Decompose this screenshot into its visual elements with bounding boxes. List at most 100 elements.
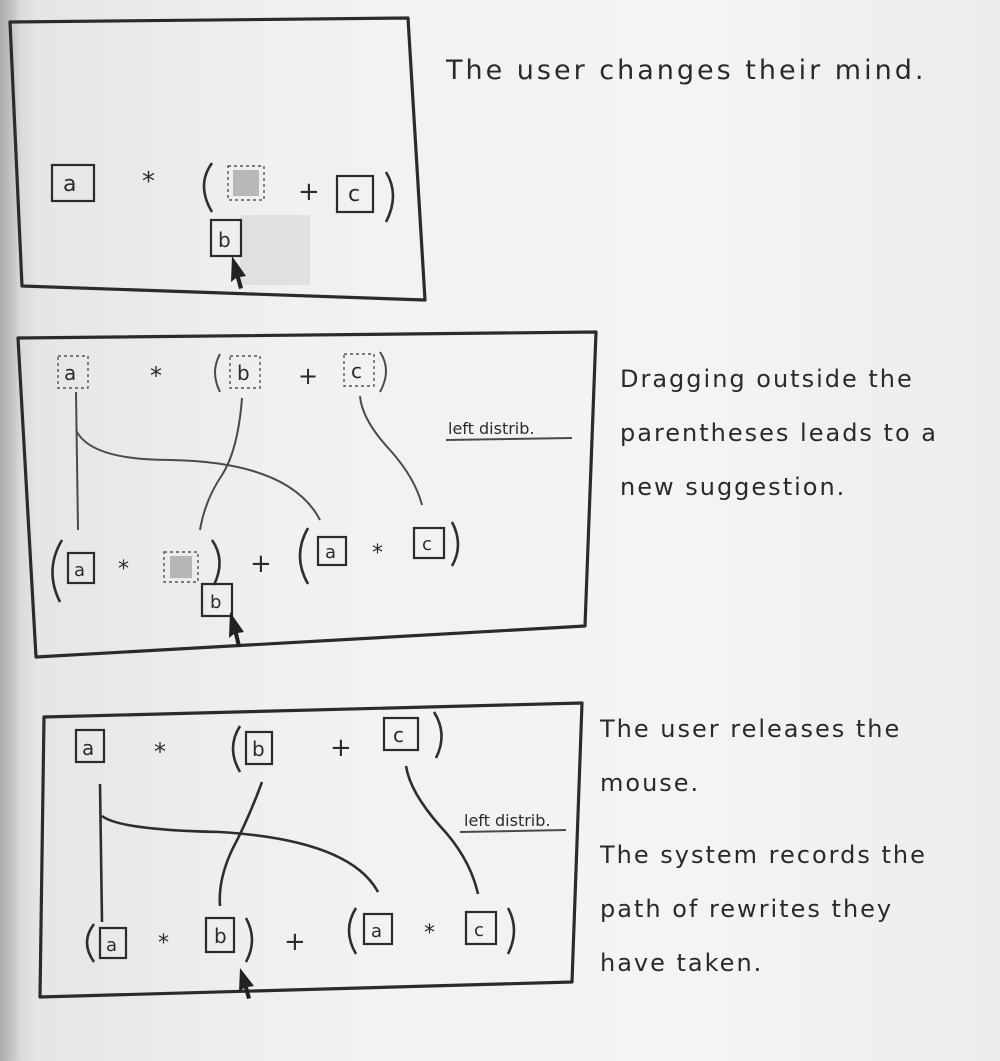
tile-b-label: b [252,737,265,761]
tile-b[interactable] [204,916,236,954]
tile-a-2-label: a [371,921,382,942]
ghost-tile-c [343,353,375,387]
operator-times: * [158,931,169,956]
rule-note-underline [459,829,567,833]
caption-line: The user releases the [600,715,902,743]
vacated-slot-scribble [233,170,259,196]
rule-note: left distrib. [448,419,534,438]
ghost-tile-b-label: b [237,361,250,385]
operator-times: * [150,362,162,390]
tile-a-2-label: a [325,542,336,563]
wire-c-to-c [359,395,423,506]
operator-times-2: * [424,921,435,946]
rule-note: left distrib. [464,811,550,830]
page-binding-shadow [0,0,22,1061]
caption-line: mouse. [600,769,701,797]
caption-line: Dragging outside the [620,365,914,393]
panel-2-frame [16,330,598,659]
tile-a-2[interactable] [316,535,348,567]
caption-line: The system records the [600,841,927,869]
panel-1-frame [8,16,427,302]
panel-1: a * + c b [8,16,427,302]
wire-a-to-a2 [101,814,380,893]
caption-panel-1: The user changes their mind. [446,44,926,124]
operator-plus: + [330,733,352,763]
ghost-tile-a-label: a [64,361,76,385]
ghost-tile-c-label: c [351,359,362,383]
mouse-cursor-icon [229,612,244,647]
tile-c-label: c [393,723,404,747]
vacated-slot [163,551,199,583]
rule-note-underline [445,437,573,441]
panel-3-frame [38,701,584,999]
tile-b[interactable] [244,730,274,766]
operator-plus: + [284,927,306,957]
right-close-paren [450,521,460,567]
eraser-smudge [240,215,310,285]
tile-c[interactable] [412,526,446,560]
tile-a-1-label: a [106,935,117,956]
caption-line: parentheses leads to a [620,419,938,447]
operator-plus: + [298,362,318,390]
right-open-paren [298,527,310,585]
dragged-tile-b[interactable] [209,218,243,258]
dragged-tile-b-label: b [210,592,221,613]
left-open-paren [51,539,64,603]
vacated-slot [227,165,265,201]
dragged-tile-b-label: b [218,228,231,252]
caption-line: have taken. [600,949,764,977]
operator-times: * [118,557,129,582]
wire-a-to-a2 [75,429,321,521]
wire-b-to-b [199,397,243,531]
right-close-paren [506,907,516,955]
tile-a[interactable] [74,728,106,764]
dragged-tile-b[interactable] [200,582,234,618]
operator-plus: + [250,549,272,579]
caption-panel-2: Dragging outside the parentheses leads t… [620,352,938,514]
tile-c-label: c [348,182,360,207]
open-paren [214,353,221,393]
left-close-paren [244,917,254,963]
vacated-slot-scribble [170,556,192,578]
tile-b-label: b [214,924,227,948]
tile-a-label: a [63,172,76,197]
operator-times: * [142,167,155,197]
caption-line: The user changes their mind. [446,55,927,86]
tile-a[interactable] [66,551,96,585]
wire-a-to-a1 [98,783,104,923]
right-open-paren [347,907,358,955]
caption-line: path of rewrites they [600,895,894,923]
panel-3: a * b + c left distrib. a * b + a * c [38,701,584,999]
close-paren [432,711,443,759]
ghost-tile-b [229,355,261,389]
tile-a-2[interactable] [362,912,394,946]
panel-2: a * b + c left distrib. a * + a * c b [16,330,598,659]
open-paren [202,162,214,213]
operator-times: * [154,738,166,766]
open-paren [231,725,242,773]
tile-a[interactable] [50,163,96,203]
tile-a-label: a [82,736,94,760]
close-paren [384,171,395,223]
tile-c[interactable] [382,716,420,752]
tile-a-1[interactable] [98,926,128,960]
close-paren [379,351,387,393]
caption-panel-3: The user releases the mouse. The system … [600,702,927,990]
ghost-tile-a [57,355,89,389]
left-open-paren [85,923,96,963]
tile-c-2-label: c [474,920,484,941]
caption-line: new suggestion. [620,473,847,501]
operator-plus: + [298,177,320,207]
tile-a-label: a [74,560,85,581]
mouse-cursor-icon [231,256,246,289]
tile-c[interactable] [335,174,375,214]
operator-times-2: * [372,541,383,566]
mouse-cursor-icon [239,968,254,999]
wire-c-to-c [404,765,480,895]
tile-c-label: c [422,534,432,555]
wire-b-to-b [218,781,264,907]
tile-c-2[interactable] [464,910,498,946]
left-close-paren [210,539,221,586]
wire-a-to-a1 [75,391,79,531]
